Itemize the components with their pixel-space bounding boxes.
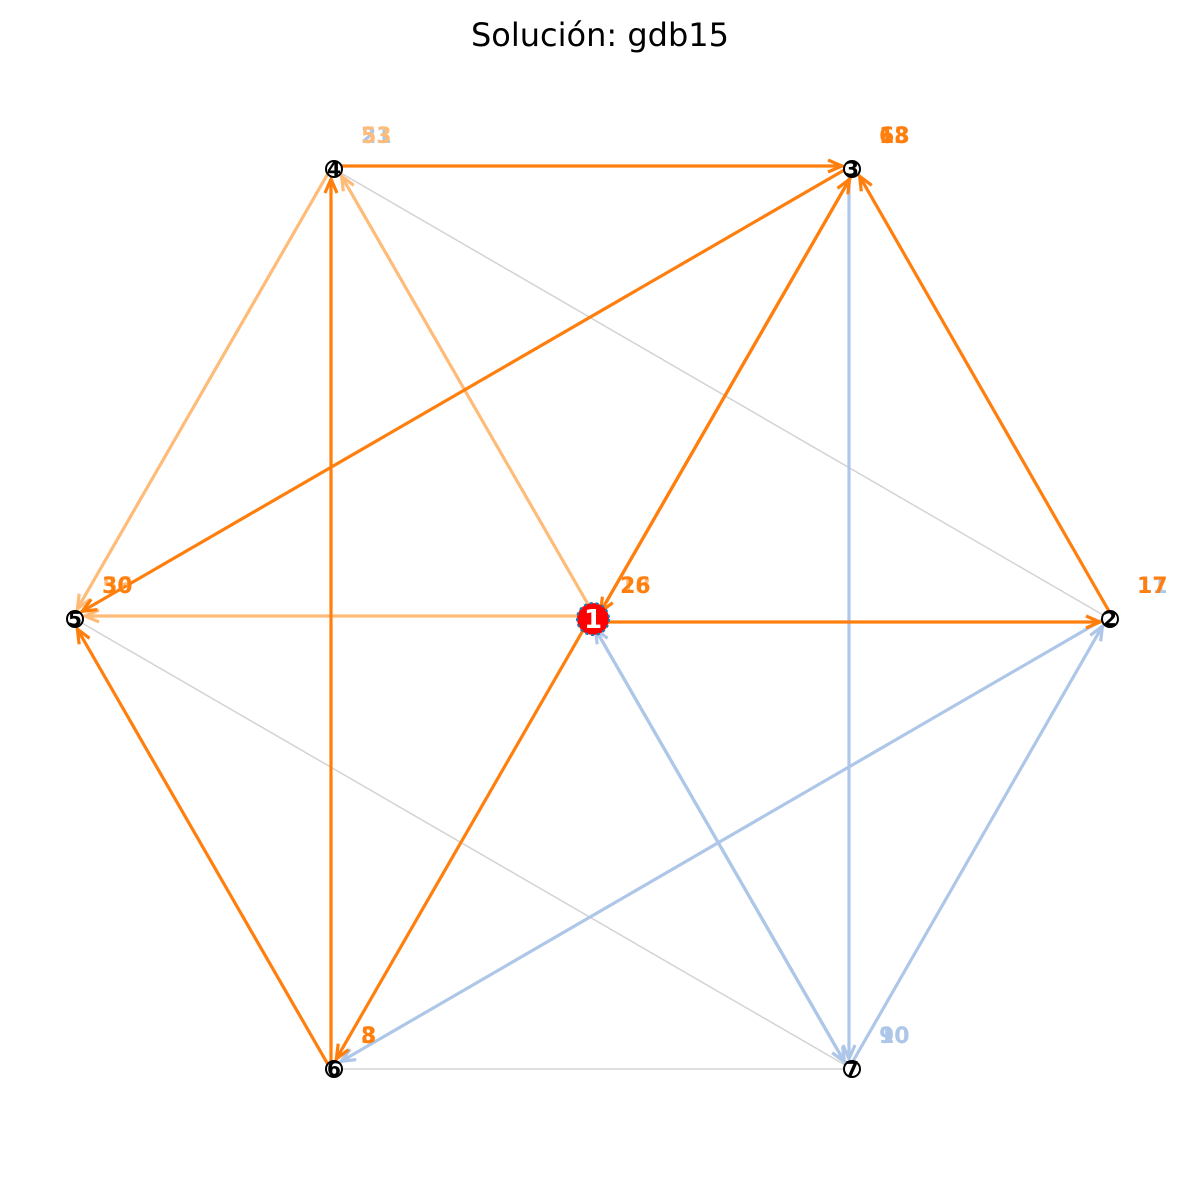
arrowhead	[857, 172, 873, 192]
node-label: 2	[1103, 607, 1117, 631]
node-3: 3	[843, 157, 861, 181]
edges-layer	[74, 158, 1115, 1073]
node-2: 2	[1101, 607, 1119, 631]
arrowhead	[323, 174, 339, 194]
edge-6-4	[323, 174, 339, 1071]
visit-label-node-5: 30	[102, 574, 133, 599]
edge-1-5	[80, 608, 595, 624]
arrowhead	[78, 598, 98, 614]
arrowhead	[75, 593, 91, 613]
visit-label-node-2: 11	[1137, 574, 1168, 599]
node-label: 5	[68, 607, 82, 631]
arrowhead	[827, 158, 847, 174]
edge-4-5	[75, 165, 333, 613]
visit-label-node-7: 10	[879, 1024, 910, 1049]
page-title: Solución: gdb15	[470, 16, 729, 54]
visit-label-node-2: 17	[1137, 574, 1168, 599]
edge-2-6	[337, 614, 1111, 1064]
visit-label-node-4: 21	[361, 124, 392, 149]
node-label: 3	[845, 157, 859, 181]
arrowhead	[337, 1048, 357, 1064]
visit-label-node-5: 56	[102, 574, 133, 599]
edge-3-7	[841, 167, 857, 1064]
node-label: 6	[327, 1057, 341, 1081]
visit-label-node-1: 18	[620, 574, 651, 599]
node-label: 1	[584, 605, 602, 635]
edge-3-5	[78, 164, 853, 614]
node-4: 4	[325, 157, 343, 181]
node-6: 6	[325, 1057, 343, 1081]
edge-4-2	[333, 168, 1111, 620]
edge-4-3	[332, 158, 847, 174]
node-5: 5	[66, 607, 84, 631]
visit-label-node-6: 3	[361, 1024, 376, 1049]
arrowhead	[1085, 614, 1105, 630]
edge-7-1	[593, 625, 851, 1073]
edge-2-3	[857, 172, 1115, 620]
visit-label-node-1: 26	[620, 574, 651, 599]
node-label: 7	[845, 1057, 859, 1081]
edge-1-2	[591, 614, 1105, 630]
edge-5-7	[74, 618, 853, 1070]
visit-label-node-3: 13	[879, 124, 910, 149]
edge-7-2	[847, 622, 1105, 1070]
visit-label-node-4: 53	[361, 124, 392, 149]
arrowhead	[334, 1043, 350, 1063]
visit-label-node-6: 8	[361, 1024, 376, 1049]
arrowhead	[80, 608, 100, 624]
edge-1-4	[339, 172, 598, 620]
visit-label-node-7: 90	[879, 1024, 910, 1049]
arrowhead	[75, 625, 91, 645]
edge-6-5	[75, 625, 333, 1073]
arrowhead	[1089, 622, 1105, 642]
edge-1-6	[334, 615, 592, 1063]
node-7: 7	[843, 1057, 861, 1081]
arrowhead	[841, 1044, 857, 1064]
node-label: 4	[327, 157, 341, 181]
arrowhead	[339, 172, 355, 192]
depot-node: 1	[576, 602, 610, 636]
visit-label-node-3: 68	[879, 124, 910, 149]
